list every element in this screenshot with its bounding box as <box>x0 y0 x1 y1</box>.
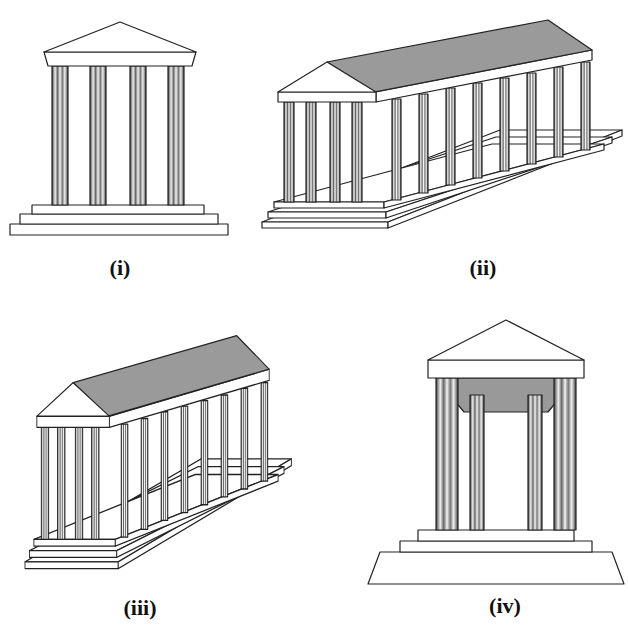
temple-front-depth <box>368 320 624 584</box>
temple-front <box>10 22 228 235</box>
figure-label: (iii) <box>124 595 157 621</box>
figure-label: (i) <box>110 255 131 281</box>
temple-perspective-2 <box>25 336 291 569</box>
temple-perspective <box>262 20 622 228</box>
figure-label: (ii) <box>470 255 497 281</box>
figure-label: (iv) <box>489 593 521 619</box>
